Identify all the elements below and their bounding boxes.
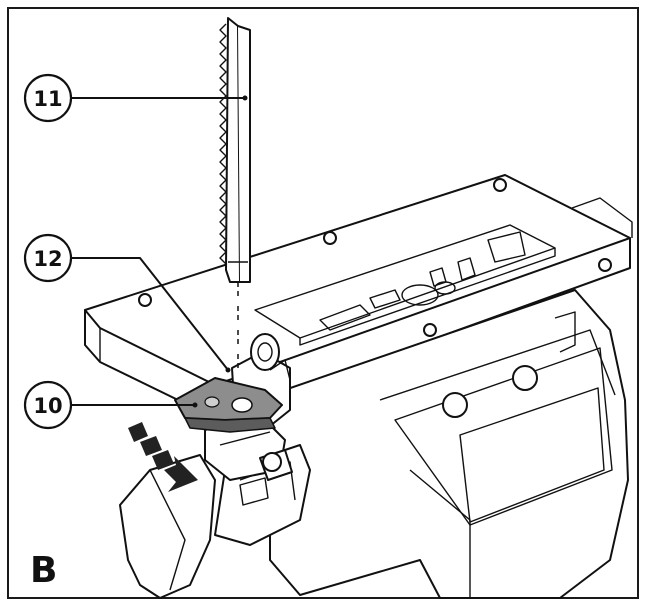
callout-number: 11 xyxy=(33,87,62,111)
saw-blade xyxy=(219,17,251,372)
blade-clamp-lever xyxy=(174,377,283,433)
callout-11: 11 xyxy=(23,73,73,123)
figure-letter: B xyxy=(30,550,57,591)
jigsaw-body xyxy=(269,289,629,599)
callout-number: 10 xyxy=(33,394,62,418)
leader-lines xyxy=(71,95,248,408)
press-direction-arrow xyxy=(128,422,198,492)
callout-12: 12 xyxy=(23,233,73,283)
base-plate xyxy=(84,174,633,419)
callout-number: 12 xyxy=(33,247,62,271)
internal-mechanism xyxy=(319,231,526,331)
callout-10: 10 xyxy=(23,380,73,430)
